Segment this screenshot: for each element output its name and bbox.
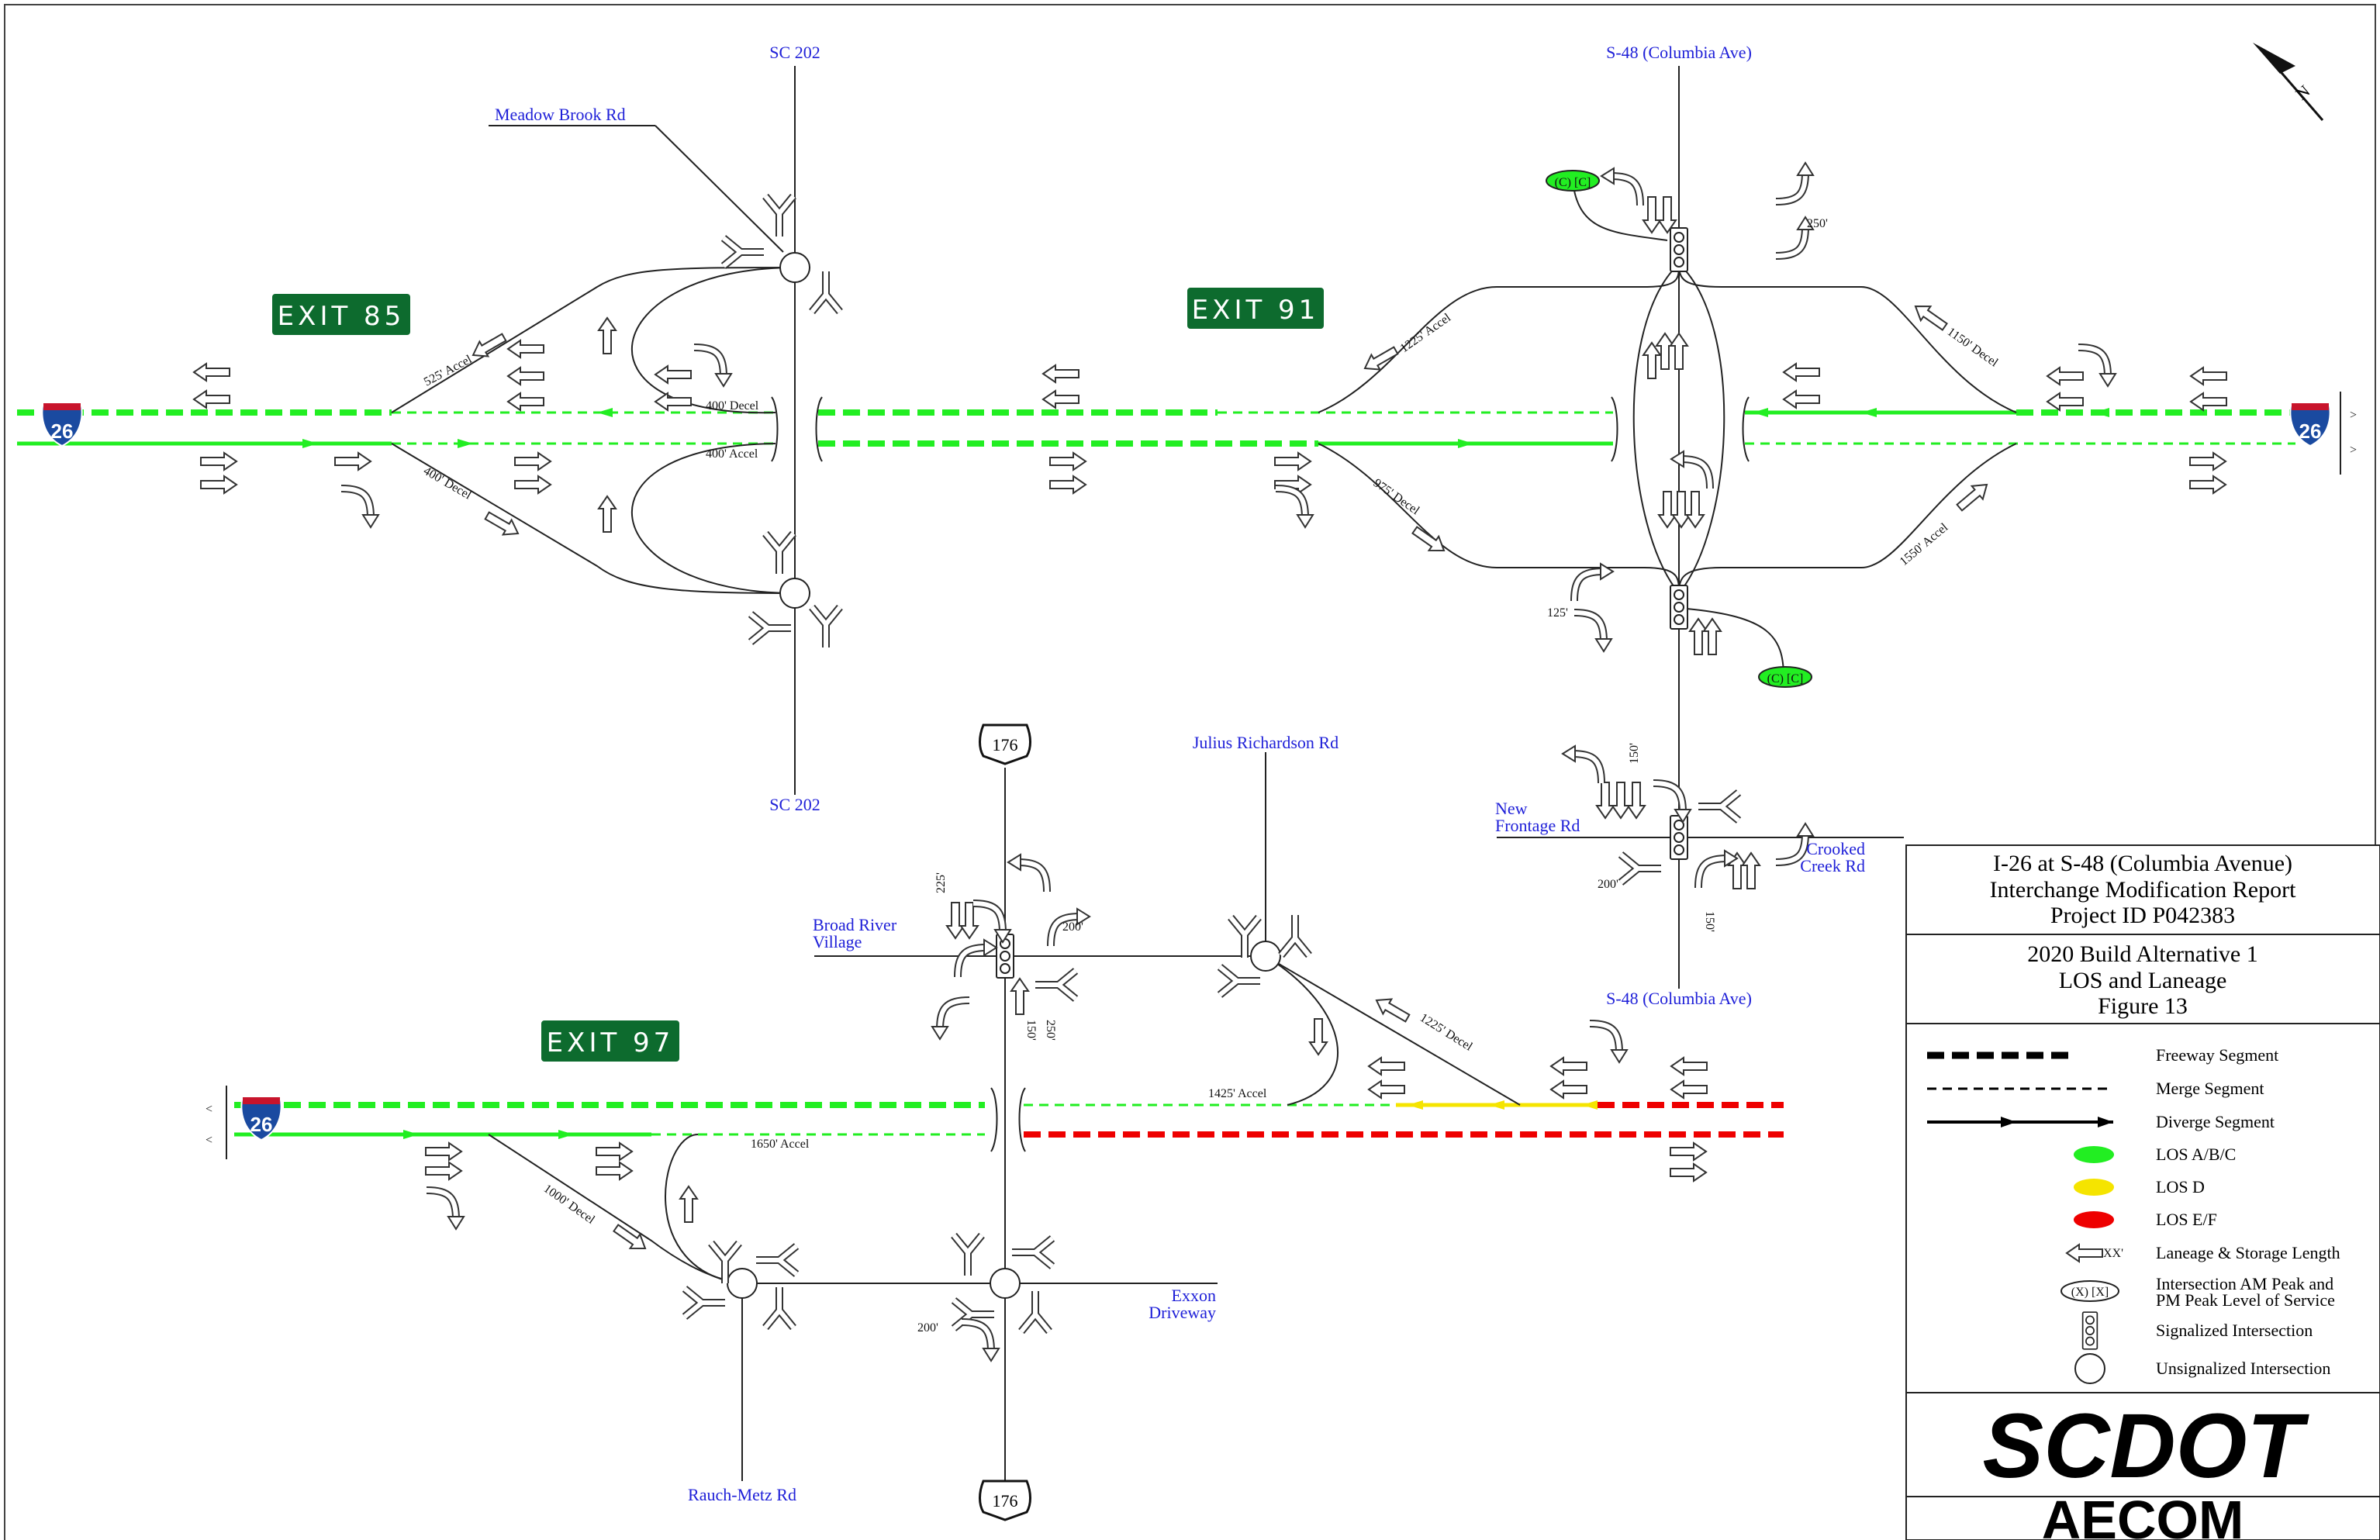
label-crooked-2: Creek Rd <box>1800 856 1865 875</box>
svg-text:Figure 13: Figure 13 <box>2098 993 2188 1019</box>
label-s48-bottom: S-48 (Columbia Ave) <box>1606 989 1752 1008</box>
label-broad-river-2: Village <box>813 932 862 951</box>
label-broad-river-1: Broad River <box>813 915 897 934</box>
i26-shield-exit97: 26 <box>240 1097 282 1141</box>
east-direction-mark-1: > <box>2350 409 2357 422</box>
svg-text:Intersection AM Peak and: Intersection AM Peak and <box>2156 1274 2333 1293</box>
svg-text:225': 225' <box>934 872 948 893</box>
label-exxon-1: Exxon <box>1172 1286 1216 1305</box>
svg-text:Interchange Modification Repor: Interchange Modification Report <box>1990 877 2297 903</box>
label-sc202-bottom: SC 202 <box>769 795 820 814</box>
north-arrow: N <box>2253 43 2324 121</box>
svg-text:1225' Decel: 1225' Decel <box>1418 1011 1475 1054</box>
mainline-top <box>17 396 2295 462</box>
legend: Freeway Segment Merge Segment Diverge Se… <box>1927 1045 2340 1384</box>
label-s48-top: S-48 (Columbia Ave) <box>1606 43 1752 62</box>
svg-text:Project ID P042383: Project ID P042383 <box>2050 903 2235 928</box>
exit-97-interchange: 225' 200' 150' 250' 1225' Decel 1425' Ac… <box>226 752 1784 1481</box>
exit-97-sign: EXIT 97 <box>540 1019 681 1063</box>
label-meadow-brook: Meadow Brook Rd <box>495 105 626 124</box>
svg-text:Merge Segment: Merge Segment <box>2156 1079 2264 1098</box>
svg-text:125': 125' <box>1547 606 1568 620</box>
svg-text:Freeway Segment: Freeway Segment <box>2156 1045 2278 1065</box>
svg-text:LOS and Laneage: LOS and Laneage <box>2059 968 2227 993</box>
svg-text:975' Decel: 975' Decel <box>1371 476 1422 517</box>
us176-shield-top: 176 <box>979 723 1031 765</box>
svg-text:N: N <box>2292 81 2313 103</box>
svg-text:150': 150' <box>1024 1020 1038 1041</box>
svg-text:(C) [C]: (C) [C] <box>1555 176 1591 189</box>
east-direction-mark-2: > <box>2350 444 2357 457</box>
exit-85-sign: EXIT 85 <box>271 292 412 337</box>
svg-text:EXIT 97: EXIT 97 <box>547 1027 675 1058</box>
svg-text:26: 26 <box>51 420 74 443</box>
svg-text:(X) [X]: (X) [X] <box>2071 1286 2109 1299</box>
los-ellipse-s48-south <box>1758 666 1812 688</box>
svg-text:I-26 at S-48 (Columbia Avenue): I-26 at S-48 (Columbia Avenue) <box>1993 851 2292 876</box>
label-new-frontage-2: Frontage Rd <box>1495 816 1580 835</box>
svg-text:SCDOT: SCDOT <box>1983 1395 2310 1497</box>
svg-text:400' Decel: 400' Decel <box>706 399 759 413</box>
svg-text:LOS E/F: LOS E/F <box>2156 1210 2217 1229</box>
svg-text:1000' Decel: 1000' Decel <box>541 1182 598 1227</box>
svg-text:1425' Accel: 1425' Accel <box>1208 1087 1267 1100</box>
svg-text:LOS A/B/C: LOS A/B/C <box>2156 1145 2236 1164</box>
us176-shield-bottom: 176 <box>979 1480 1031 1521</box>
scdot-logo: SCDOT <box>1983 1395 2310 1497</box>
svg-text:150': 150' <box>1703 911 1716 932</box>
svg-text:1225' Accel: 1225' Accel <box>1398 311 1454 355</box>
svg-text:400' Decel: 400' Decel <box>421 464 474 502</box>
svg-text:1150' Decel: 1150' Decel <box>1945 325 2001 370</box>
west-direction-mark-1: < <box>206 1103 212 1116</box>
svg-text:250': 250' <box>1807 217 1828 230</box>
title-block: I-26 at S-48 (Columbia Avenue) Interchan… <box>1905 844 2380 1540</box>
svg-text:1550' Accel: 1550' Accel <box>1898 520 1951 568</box>
svg-text:Signalized Intersection: Signalized Intersection <box>2156 1321 2313 1340</box>
svg-text:Laneage & Storage Length: Laneage & Storage Length <box>2156 1243 2340 1262</box>
svg-text:AECOM: AECOM <box>2042 1490 2244 1540</box>
label-sc202-top: SC 202 <box>769 43 820 62</box>
svg-text:EXIT 91: EXIT 91 <box>1192 295 1320 326</box>
aecom-logo: AECOM <box>2042 1490 2244 1540</box>
svg-text:150': 150' <box>1628 743 1641 764</box>
svg-text:250': 250' <box>1044 1020 1057 1041</box>
svg-text:400' Accel: 400' Accel <box>706 447 758 461</box>
label-rauch-metz: Rauch-Metz Rd <box>688 1485 796 1504</box>
page-border <box>4 4 2376 1540</box>
svg-text:LOS D: LOS D <box>2156 1177 2205 1196</box>
svg-text:XX': XX' <box>2103 1247 2123 1260</box>
svg-text:26: 26 <box>250 1113 273 1136</box>
i26-shield-east: 26 <box>2289 403 2331 447</box>
svg-text:200': 200' <box>1598 878 1618 891</box>
svg-text:EXIT 85: EXIT 85 <box>278 301 406 332</box>
svg-text:(C) [C]: (C) [C] <box>1767 672 1804 685</box>
svg-text:200': 200' <box>917 1321 938 1335</box>
exit-91-sign: EXIT 91 <box>1186 286 1325 330</box>
svg-text:176: 176 <box>993 735 1018 754</box>
exit-85-interchange: 525' Accel 400' Decel 400' Accel 400' De… <box>193 66 840 795</box>
svg-text:PM Peak Level of Service: PM Peak Level of Service <box>2156 1290 2335 1310</box>
label-exxon-2: Driveway <box>1149 1303 1216 1322</box>
svg-text:2020 Build Alternative 1: 2020 Build Alternative 1 <box>2027 941 2257 967</box>
svg-text:176: 176 <box>993 1491 1018 1511</box>
svg-text:525' Accel: 525' Accel <box>422 353 475 389</box>
los-ellipse-s48-north <box>1546 170 1600 192</box>
label-new-frontage-1: New <box>1495 799 1528 818</box>
frontage-intersection: 150' 200' 150' <box>1497 743 1904 932</box>
svg-text:Diverge Segment: Diverge Segment <box>2156 1112 2275 1131</box>
i26-shield-west: 26 <box>41 403 83 447</box>
label-crooked-1: Crooked <box>1806 839 1865 858</box>
svg-text:1650' Accel: 1650' Accel <box>751 1138 810 1151</box>
svg-text:Unsignalized Intersection: Unsignalized Intersection <box>2156 1359 2330 1378</box>
label-julius-richardson: Julius Richardson Rd <box>1193 733 1339 752</box>
svg-text:200': 200' <box>1062 920 1083 934</box>
west-direction-mark-2: < <box>206 1134 212 1147</box>
svg-text:26: 26 <box>2299 420 2322 443</box>
